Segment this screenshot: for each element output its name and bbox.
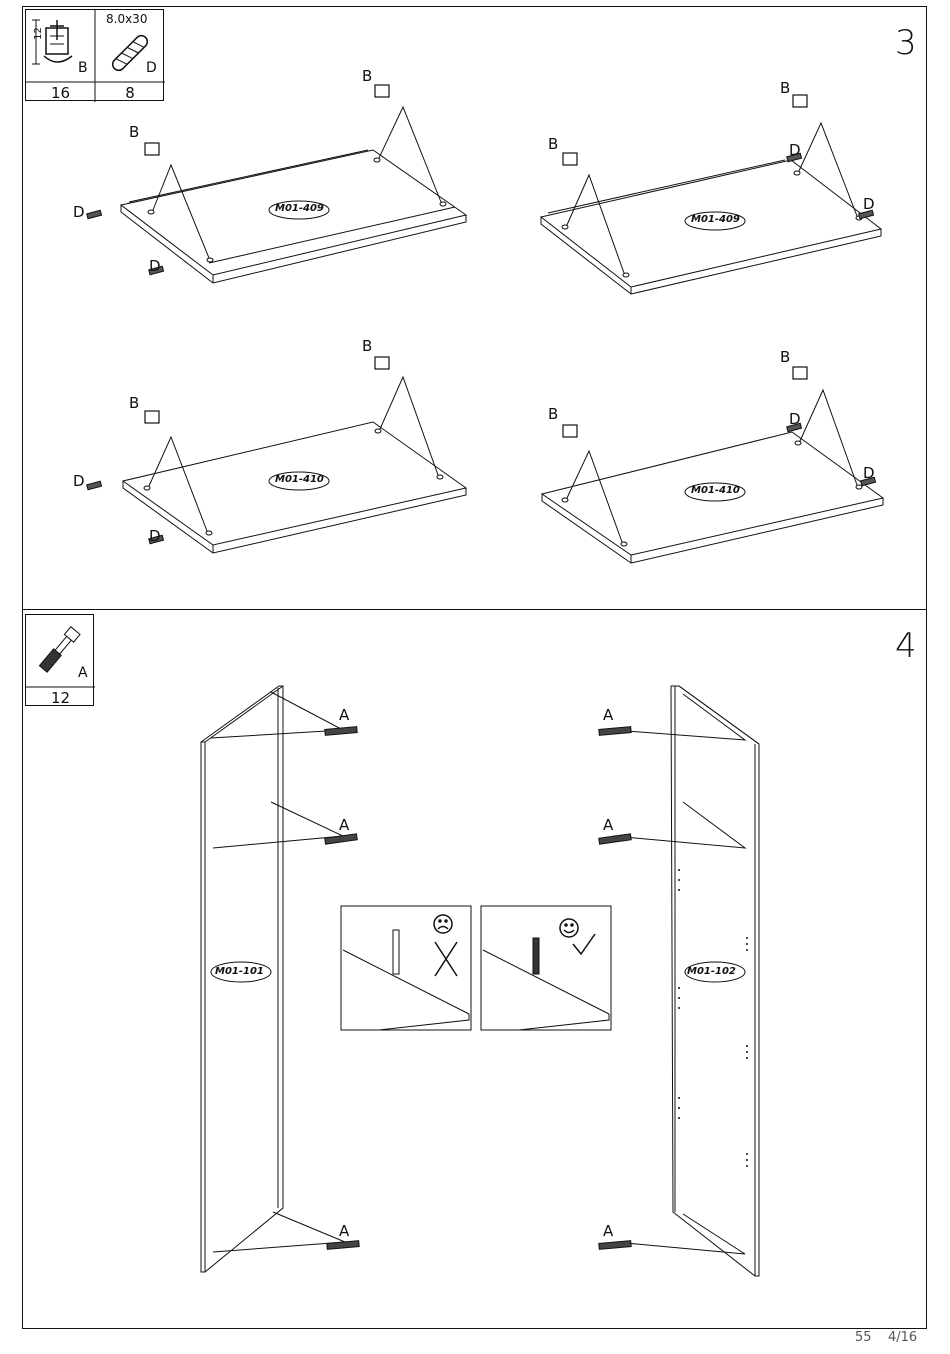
side-panel-m01-101: [201, 686, 345, 1272]
step-3-panel: 3 12 B 16 8.0x30: [22, 6, 927, 610]
callout-d: D: [73, 472, 85, 490]
callout-a: A: [339, 706, 349, 724]
callout-d: D: [789, 410, 801, 428]
board-m01-410-a: [123, 377, 466, 553]
callout-b: B: [780, 79, 790, 97]
callout-a: A: [339, 1222, 349, 1240]
board-m01-409-b: [541, 123, 881, 294]
board-m01-409-a: [121, 107, 466, 283]
callout-b: B: [362, 337, 372, 355]
footer-code: 55: [855, 1330, 872, 1345]
step-3-drawing: [23, 7, 928, 611]
callout-b: B: [780, 348, 790, 366]
callout-b: B: [129, 123, 139, 141]
callout-b: B: [362, 67, 372, 85]
board-code: M01-409: [691, 214, 740, 225]
panel-code: M01-102: [687, 966, 736, 977]
callout-a: A: [603, 816, 613, 834]
callout-d: D: [73, 203, 85, 221]
callout-d: D: [149, 527, 161, 545]
callout-d: D: [789, 141, 801, 159]
callout-b: B: [548, 135, 558, 153]
step-4-drawing: [23, 610, 928, 1330]
callout-a: A: [603, 706, 613, 724]
detail-right: [481, 906, 611, 1030]
side-panel-m01-102: [613, 686, 759, 1276]
callout-a: A: [339, 816, 349, 834]
panel-code: M01-101: [215, 966, 264, 977]
callout-b: B: [548, 405, 558, 423]
callout-b: B: [129, 394, 139, 412]
board-code: M01-410: [275, 474, 324, 485]
board-code: M01-409: [275, 203, 324, 214]
callout-a: A: [603, 1222, 613, 1240]
board-code: M01-410: [691, 485, 740, 496]
board-m01-410-b: [542, 390, 883, 563]
callout-d: D: [149, 257, 161, 275]
page-number: 4/16: [888, 1330, 917, 1345]
callout-d: D: [863, 195, 875, 213]
step-4-panel: 4 A 12: [22, 609, 927, 1329]
callout-d: D: [863, 464, 875, 482]
